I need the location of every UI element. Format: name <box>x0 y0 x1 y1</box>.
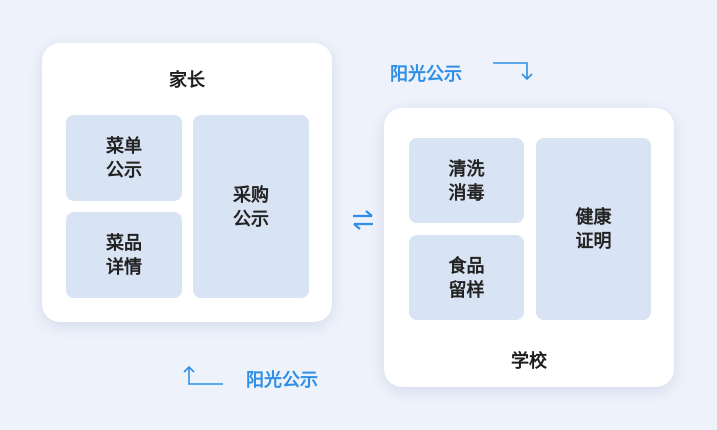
parent-card-title: 家长 <box>169 70 205 90</box>
parent-tile-dishes: 菜品详情 <box>66 212 182 298</box>
bidirectional-arrows-icon <box>353 210 373 230</box>
school-card: 清洗消毒 食品留样 健康证明 学校 <box>384 108 674 387</box>
school-tile-samples: 食品留样 <box>409 235 524 320</box>
arrow-turn-down-icon <box>493 62 533 81</box>
arrow-turn-up-icon <box>183 365 223 385</box>
school-card-title: 学校 <box>511 351 547 371</box>
school-tile-cleaning-label: 清洗消毒 <box>448 158 485 203</box>
school-tile-health: 健康证明 <box>536 138 651 320</box>
bottom-flow-label: 阳光公示 <box>246 370 318 390</box>
top-flow-label: 阳光公示 <box>390 64 462 84</box>
parent-tile-dishes-label: 菜品详情 <box>106 233 142 277</box>
school-tile-cleaning: 清洗消毒 <box>409 138 524 223</box>
parent-tile-purchase: 采购公示 <box>193 115 309 298</box>
school-tile-health-label: 健康证明 <box>575 207 612 251</box>
parent-card: 家长 菜单公示 菜品详情 采购公示 <box>42 43 332 322</box>
parent-tile-menu: 菜单公示 <box>66 115 182 201</box>
parent-tile-purchase-label: 采购公示 <box>233 184 269 229</box>
school-tile-samples-label: 食品留样 <box>448 255 485 300</box>
parent-tile-menu-label: 菜单公示 <box>106 136 142 180</box>
